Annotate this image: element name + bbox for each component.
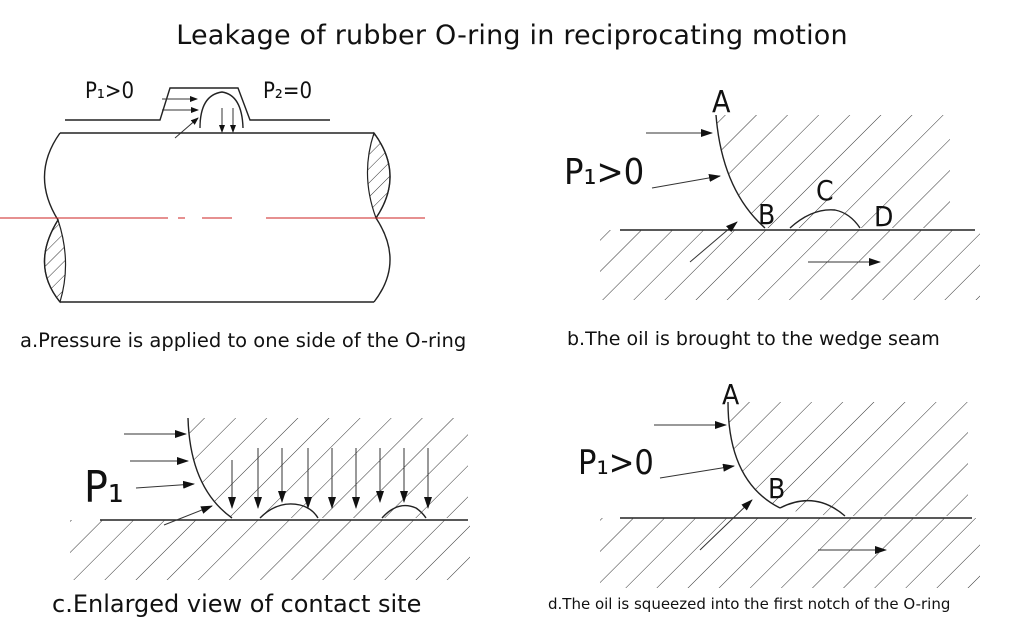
svg-text:A: A: [712, 85, 731, 120]
panel-b-p1-label: P₁>0: [564, 152, 644, 193]
svg-text:B: B: [768, 472, 785, 505]
svg-text:B: B: [758, 198, 775, 231]
panel-a-p2-label: P₂=0: [263, 79, 312, 104]
figure-title: Leakage of rubber O-ring in reciprocatin…: [176, 20, 848, 51]
svg-text:P₁>0: P₁>0: [564, 152, 644, 193]
panel-d-point-b: B: [768, 472, 785, 505]
panel-b-point-d: D: [874, 200, 893, 233]
caption-b: b.The oil is brought to the wedge seam: [567, 328, 940, 350]
svg-text:A: A: [722, 378, 740, 411]
svg-text:P₁>0: P₁>0: [85, 79, 134, 104]
panel-c-p1-label: P₁: [84, 462, 124, 513]
panel-b-point-a: A: [712, 85, 731, 120]
panel-b-point-b: B: [758, 198, 775, 231]
panel-a-p1-label: P₁>0: [85, 79, 134, 104]
panel-b-point-c: C: [816, 174, 834, 207]
svg-text:D: D: [874, 200, 893, 233]
svg-text:P₁>0: P₁>0: [578, 443, 654, 483]
svg-text:P₁: P₁: [84, 462, 124, 513]
panel-d-p1-label: P₁>0: [578, 443, 654, 483]
svg-text:P₂=0: P₂=0: [263, 79, 312, 104]
caption-a: a.Pressure is applied to one side of the…: [20, 329, 467, 352]
svg-text:C: C: [816, 174, 834, 207]
caption-d: d.The oil is squeezed into the first not…: [548, 595, 951, 613]
caption-c: c.Enlarged view of contact site: [52, 590, 422, 618]
panel-d-point-a: A: [722, 378, 740, 411]
